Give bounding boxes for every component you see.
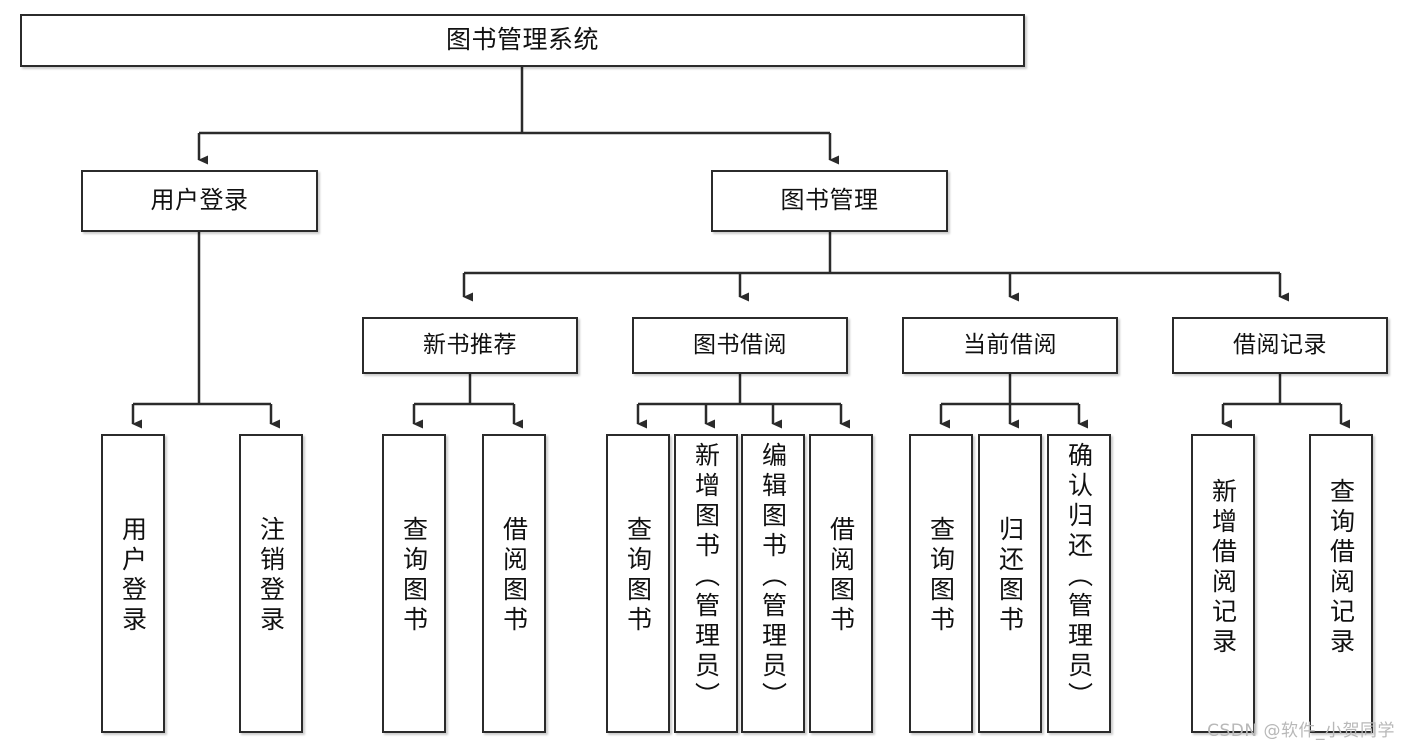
leaf-query-book-current[interactable]: 查询图书 [909,434,973,733]
leaf-query-book-recommend[interactable]: 查询图书 [382,434,446,733]
leaf-borrow-book[interactable]: 借阅图书 [809,434,873,733]
node-label: 查询图书 [399,516,429,636]
node-new-book-recommend[interactable]: 新书推荐 [362,317,578,374]
leaf-add-book[interactable]: 新增图书（管理员） [674,434,738,733]
node-label: 新增图书（管理员） [691,442,721,712]
node-label: 用户登录 [150,186,249,215]
node-label: 查询图书 [926,516,956,636]
node-label: 编辑图书（管理员） [758,442,788,712]
leaf-logout-login[interactable]: 注销登录 [239,434,303,733]
node-label: 用户登录 [118,516,148,636]
node-label: 查询借阅记录 [1326,478,1356,658]
leaf-query-book-borrow[interactable]: 查询图书 [606,434,670,733]
node-user-login[interactable]: 用户登录 [81,170,318,232]
node-borrow-record[interactable]: 借阅记录 [1172,317,1388,374]
node-label: 图书借阅 [693,332,787,359]
node-label: 图书管理系统 [445,25,599,55]
node-label: 借阅记录 [1233,332,1327,359]
node-label: 当前借阅 [963,332,1057,359]
leaf-add-borrow-record[interactable]: 新增借阅记录 [1191,434,1255,733]
leaf-return-book[interactable]: 归还图书 [978,434,1042,733]
csdn-watermark: CSDN @软件_小贺同学 [1207,721,1395,741]
node-book-borrow[interactable]: 图书借阅 [632,317,848,374]
node-label: 查询图书 [623,516,653,636]
leaf-query-borrow-record[interactable]: 查询借阅记录 [1309,434,1373,733]
leaf-borrow-book-recommend[interactable]: 借阅图书 [482,434,546,733]
node-label: 借阅图书 [499,516,529,636]
leaf-edit-book[interactable]: 编辑图书（管理员） [741,434,805,733]
node-book-management[interactable]: 图书管理 [711,170,948,232]
node-label: 注销登录 [256,516,286,636]
node-label: 图书管理 [780,186,879,215]
node-label: 借阅图书 [826,516,856,636]
node-current-borrow[interactable]: 当前借阅 [902,317,1118,374]
node-label: 确认归还（管理员） [1064,442,1094,712]
node-label: 新增借阅记录 [1208,478,1238,658]
node-label: 新书推荐 [423,332,517,359]
node-label: 归还图书 [995,516,1025,636]
node-root-system[interactable]: 图书管理系统 [20,14,1025,67]
leaf-user-login[interactable]: 用户登录 [101,434,165,733]
leaf-confirm-return[interactable]: 确认归还（管理员） [1047,434,1111,733]
